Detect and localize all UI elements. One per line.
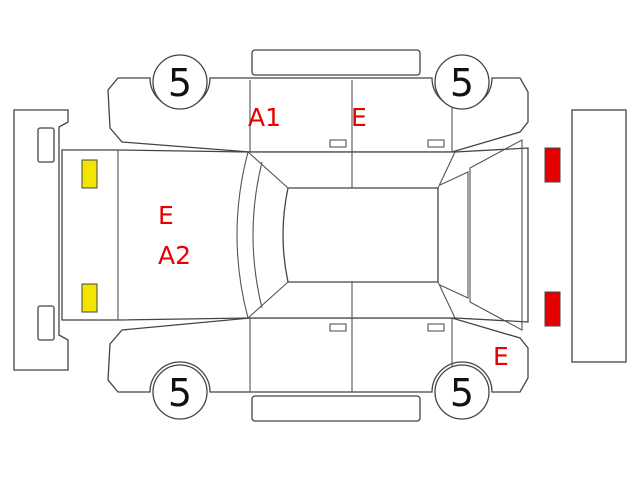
- car-top-view: [61, 139, 529, 331]
- tire-rear-left: 5: [434, 54, 490, 110]
- front-bumper: [13, 109, 69, 371]
- tire-front-right-label: 5: [168, 371, 192, 415]
- tire-rear-left-label: 5: [450, 61, 474, 105]
- damage-code-a1: A1: [248, 103, 281, 132]
- tire-front-right: 5: [152, 364, 208, 420]
- headlight-left: [81, 159, 98, 189]
- tire-rear-right: 5: [434, 364, 490, 420]
- damage-code-e-rear-quarter: E: [493, 342, 509, 371]
- damage-code-a2-hood: A2: [158, 241, 191, 270]
- tire-front-left-label: 5: [168, 61, 192, 105]
- tire-front-left: 5: [152, 54, 208, 110]
- taillight-left: [544, 147, 561, 183]
- headlight-right: [81, 283, 98, 313]
- rear-bumper: [571, 109, 627, 363]
- taillight-right: [544, 291, 561, 327]
- tire-rear-right-label: 5: [450, 371, 474, 415]
- damage-code-e-left-door: E: [351, 103, 367, 132]
- side-skirts: [251, 49, 421, 422]
- damage-code-e-hood: E: [158, 201, 174, 230]
